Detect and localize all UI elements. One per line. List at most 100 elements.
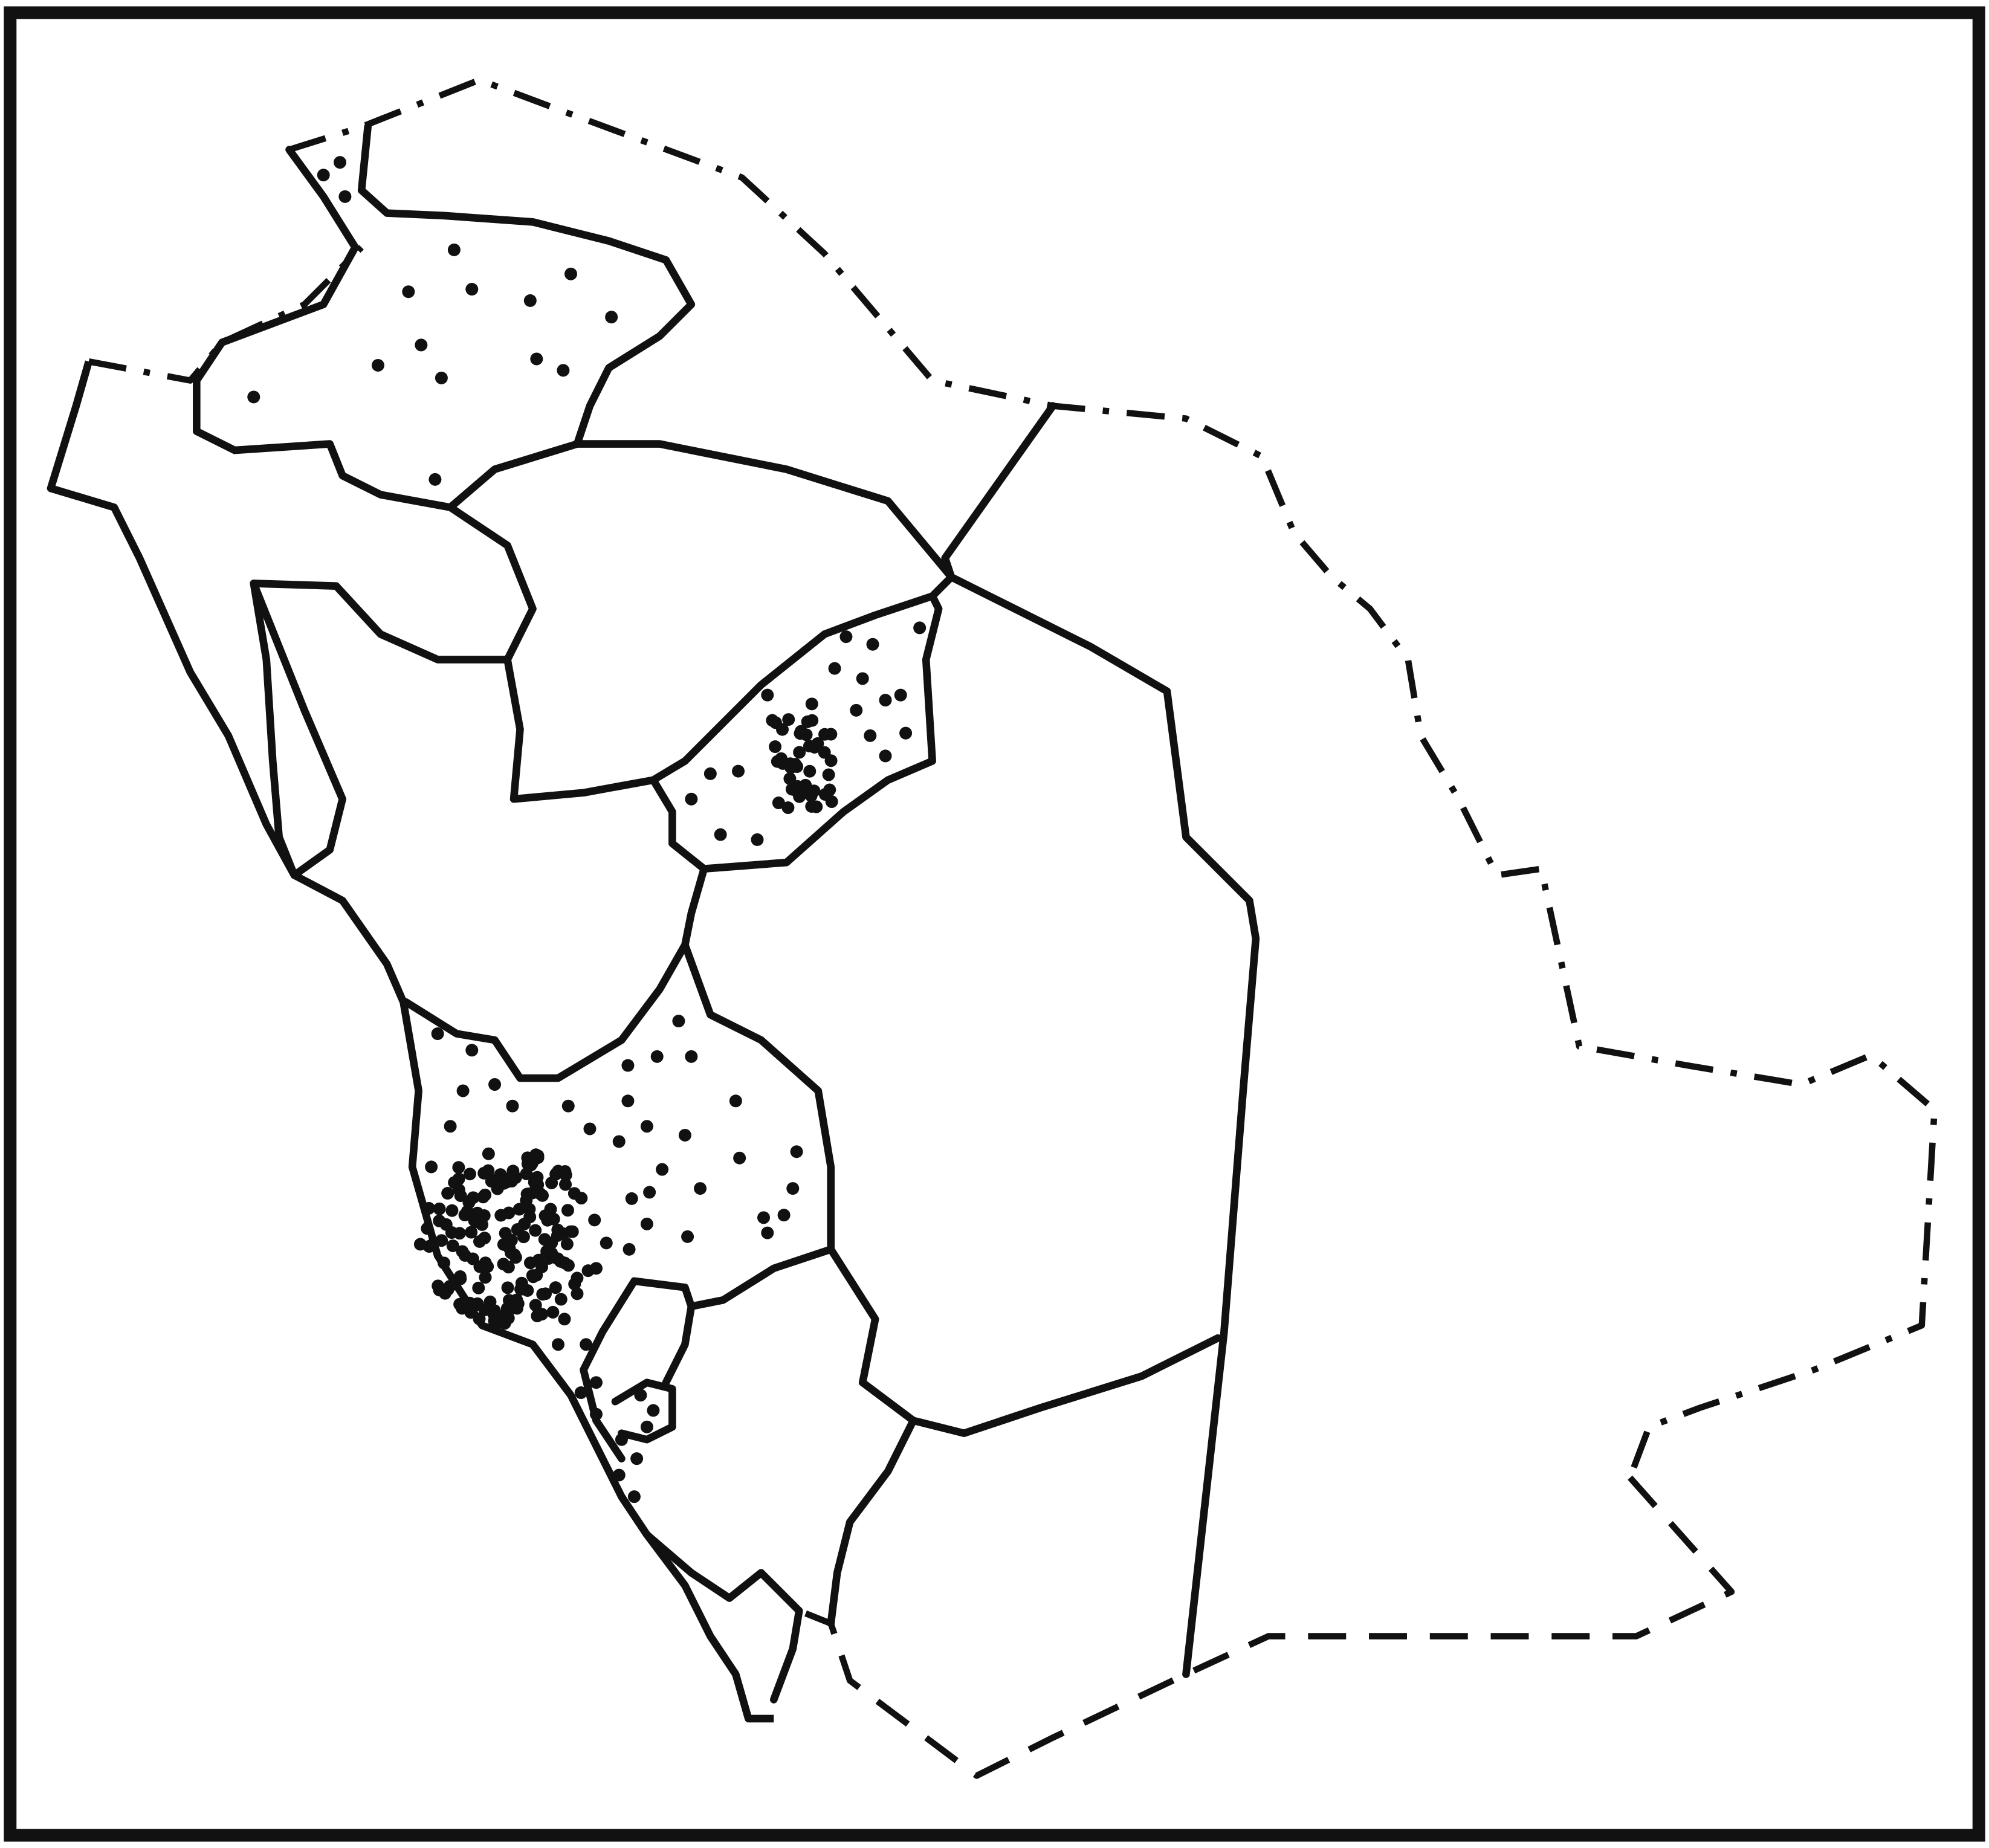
dot-western-core (453, 1270, 467, 1283)
dot-western-region (640, 1120, 653, 1133)
dot-western-core (558, 1165, 572, 1178)
dot-central-core (824, 754, 838, 767)
dot-western-core (568, 1187, 581, 1200)
dot-western-core (458, 1249, 471, 1262)
dot-southwest-strip (589, 1407, 603, 1421)
dot-southwest-strip (615, 1433, 628, 1446)
map-frame-border (4, 6, 1985, 1842)
dot-western-core (471, 1215, 485, 1229)
dot-central-region (866, 638, 879, 651)
dot-western-core (536, 1189, 549, 1202)
dot-western-core (529, 1174, 542, 1187)
dot-central-region (732, 764, 745, 778)
dot-western-core (501, 1281, 514, 1294)
dot-western-region (621, 1059, 635, 1072)
dot-western-core (559, 1178, 572, 1191)
dot-western-core (446, 1239, 459, 1252)
dot-western-core (564, 1225, 577, 1238)
dot-western-region (757, 1211, 771, 1224)
dot-central-region (899, 726, 913, 740)
dot-southwest-strip (647, 1404, 660, 1417)
dot-western-region (761, 1226, 774, 1239)
dot-western-core (500, 1306, 514, 1319)
dot-northwest-region (435, 371, 448, 384)
dot-western-core (422, 1201, 436, 1215)
dot-western-region (621, 1094, 635, 1108)
dot-western-core (464, 1306, 477, 1319)
dot-western-core (538, 1233, 551, 1246)
dot-north-tip (317, 169, 330, 182)
dot-central-region (913, 621, 927, 635)
dot-western-core (588, 1213, 601, 1227)
international-border-west-top (88, 245, 364, 384)
dot-northwest-region (564, 267, 577, 280)
dot-central-region (856, 672, 869, 685)
dot-western-core (497, 1258, 510, 1271)
dot-central-core (771, 755, 784, 768)
dot-western-core (488, 1314, 501, 1328)
dot-western-region (694, 1182, 707, 1195)
region-boundary-riyadh (947, 573, 1260, 1678)
dot-southwest-strip (574, 1386, 587, 1400)
dot-western-core (477, 1166, 491, 1180)
dot-western-region (672, 1015, 685, 1028)
dot-western-core (524, 1158, 537, 1172)
dot-northwest-region (465, 283, 479, 296)
dot-northwest-region (557, 364, 570, 377)
dot-central-core (825, 795, 838, 809)
dot-western-region (465, 1044, 479, 1057)
dot-western-core (488, 1304, 501, 1317)
dot-layer (247, 156, 927, 1504)
dot-western-region (681, 1230, 694, 1243)
dot-western-core (498, 1317, 511, 1330)
dot-central-core (806, 714, 819, 727)
dot-western-region (506, 1099, 519, 1113)
dot-central-core (782, 713, 795, 726)
dot-central-core (766, 714, 779, 727)
dot-northwest-region (429, 473, 442, 486)
region-boundary-north-central (446, 440, 956, 803)
dot-central-core (800, 728, 813, 741)
dot-western-region (444, 1120, 457, 1133)
dot-central-core (793, 746, 806, 759)
dot-western-core (510, 1302, 523, 1315)
dot-central-region (879, 749, 892, 763)
dot-southwest-strip (627, 1490, 641, 1504)
dot-western-core (458, 1209, 471, 1222)
dot-western-region (790, 1145, 803, 1158)
region-boundary-madinah-inner (250, 580, 346, 879)
dot-western-core (529, 1299, 542, 1312)
dot-western-core (513, 1203, 526, 1216)
dot-central-region (839, 630, 853, 644)
dot-western-core (463, 1296, 476, 1310)
dot-northwest-region (530, 352, 543, 366)
dot-western-core (541, 1213, 554, 1227)
dot-western-core (561, 1259, 575, 1272)
region-boundary-northwest (193, 123, 696, 511)
dot-western-core (540, 1245, 554, 1258)
dot-western-core (448, 1176, 461, 1189)
dot-western-core (522, 1187, 535, 1201)
dot-western-core (441, 1187, 454, 1200)
dot-western-core (432, 1279, 445, 1293)
dot-western-core (485, 1175, 498, 1188)
dot-western-core (517, 1230, 530, 1244)
dot-north-tip (338, 190, 352, 203)
dot-western-core (443, 1280, 456, 1293)
dot-north-tip (333, 156, 346, 169)
dot-central-core (783, 772, 797, 786)
dot-central-region (894, 688, 907, 702)
dot-western-core (433, 1214, 446, 1227)
dot-western-region (625, 1192, 638, 1205)
dot-western-core (435, 1234, 448, 1247)
dot-western-region (643, 1186, 656, 1199)
dot-central-region (751, 833, 764, 846)
dot-western-core (499, 1227, 512, 1240)
dot-central-region (879, 694, 892, 707)
dot-western-core (494, 1209, 508, 1222)
region-boundary-northeast-line (941, 402, 1057, 581)
dot-western-core (568, 1278, 581, 1291)
dot-western-core (452, 1161, 465, 1174)
dot-western-region (678, 1128, 691, 1142)
